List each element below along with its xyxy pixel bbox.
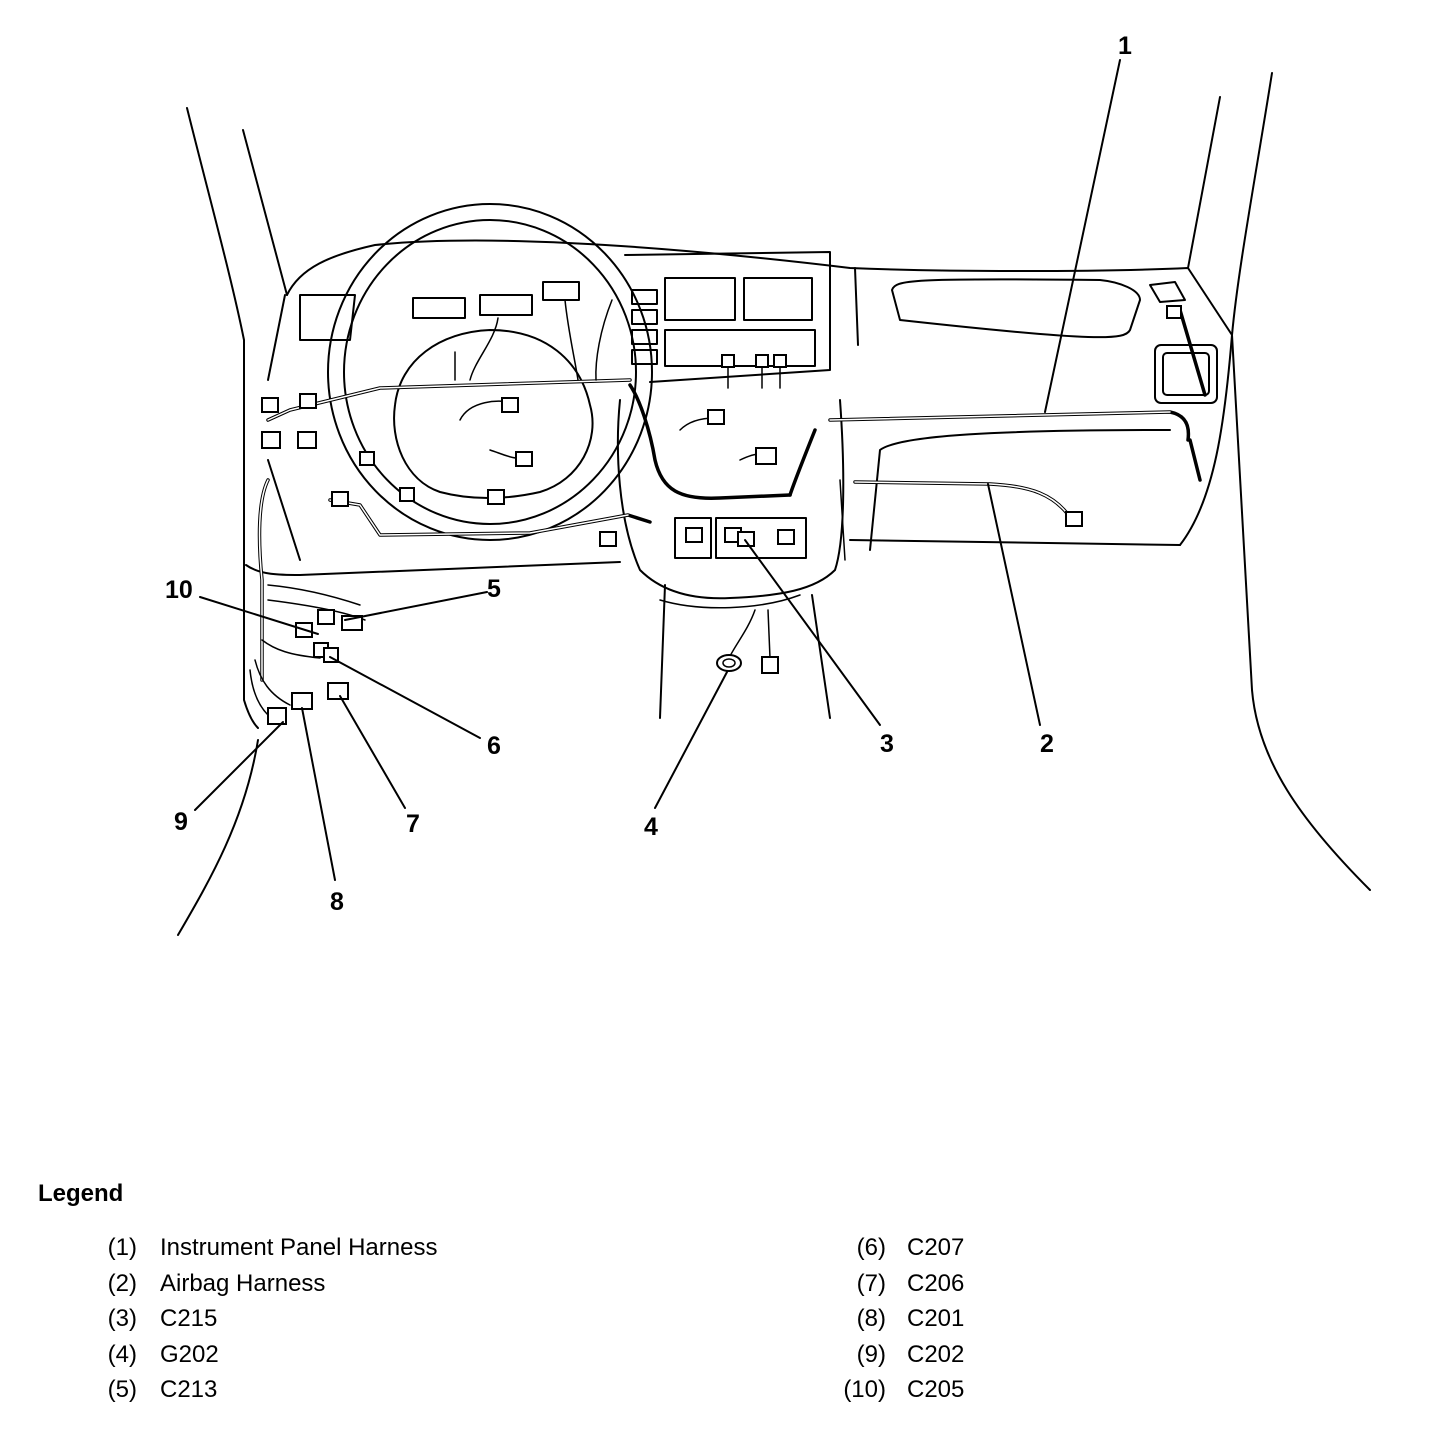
legend-item-label: G202: [160, 1340, 219, 1368]
legend-item-label: Instrument Panel Harness: [160, 1234, 438, 1261]
legend-item: (7) C206: [830, 1266, 965, 1302]
legend-item-label: Airbag Harness: [160, 1269, 326, 1297]
right-a-pillar: [1187, 72, 1371, 891]
callout-6: 6: [487, 732, 501, 760]
callout-1: 1: [1118, 32, 1132, 60]
legend-item-number: (9): [856, 1340, 886, 1368]
instrument-panel-wiring-diagram: 1 2 3 4 5 6 7 8 9 10: [165, 32, 1371, 936]
legend-item-label: C215: [160, 1305, 218, 1332]
callout-2: 2: [1040, 730, 1054, 758]
legend-item-number: (1): [107, 1234, 137, 1261]
legend-item-number: (3): [107, 1305, 137, 1332]
callout-labels: 1 2 3 4 5 6 7 8 9 10: [165, 32, 1132, 916]
legend-item-number: (8): [856, 1305, 886, 1332]
legend-item: (2) Airbag Harness: [100, 1266, 326, 1302]
legend-item: (8) C201: [830, 1301, 965, 1337]
leader-lines: [194, 59, 1121, 881]
legend-item: (3) C215: [100, 1301, 218, 1337]
legend-item: (10) C205: [830, 1372, 964, 1408]
legend-item-label: C202: [907, 1340, 965, 1368]
legend-item-number: (7): [856, 1269, 886, 1297]
connectors: [261, 305, 1182, 725]
legend-title: Legend: [38, 1180, 124, 1207]
legend-column-right: (6) C207 (7) C206 (8) C201 (9) C202 (10)…: [830, 1230, 965, 1408]
legend-item: (5) C213: [100, 1372, 218, 1408]
legend-item-label: C205: [907, 1376, 965, 1403]
legend-item-number: (5): [107, 1376, 137, 1403]
left-a-pillar: [177, 107, 288, 936]
callout-10: 10: [165, 576, 193, 604]
legend-item-label: C207: [907, 1234, 965, 1261]
legend-item: (6) C207: [830, 1230, 965, 1266]
callout-5: 5: [487, 575, 501, 603]
legend-item-label: C213: [160, 1376, 218, 1403]
legend-item-label: C201: [907, 1305, 965, 1332]
legend-item-number: (4): [107, 1340, 137, 1368]
airbag-harness: [853, 480, 1074, 522]
legend-item-number: (10): [843, 1376, 886, 1403]
callout-9: 9: [174, 808, 188, 836]
legend-column-left: (1) Instrument Panel Harness (2) Airbag …: [100, 1230, 438, 1408]
legend-item-number: (6): [856, 1234, 886, 1261]
callout-3: 3: [880, 730, 894, 758]
callout-4: 4: [644, 813, 658, 841]
legend-item: (1) Instrument Panel Harness: [100, 1230, 438, 1266]
steering-wheel: [327, 203, 653, 541]
callout-8: 8: [330, 888, 344, 916]
legend-item: (9) C202: [830, 1337, 965, 1373]
legend-item: (4) G202: [100, 1337, 219, 1373]
center-stack: [616, 251, 845, 719]
legend-item-number: (2): [107, 1269, 137, 1297]
legend-item-label: C206: [907, 1269, 965, 1297]
callout-7: 7: [406, 810, 420, 838]
